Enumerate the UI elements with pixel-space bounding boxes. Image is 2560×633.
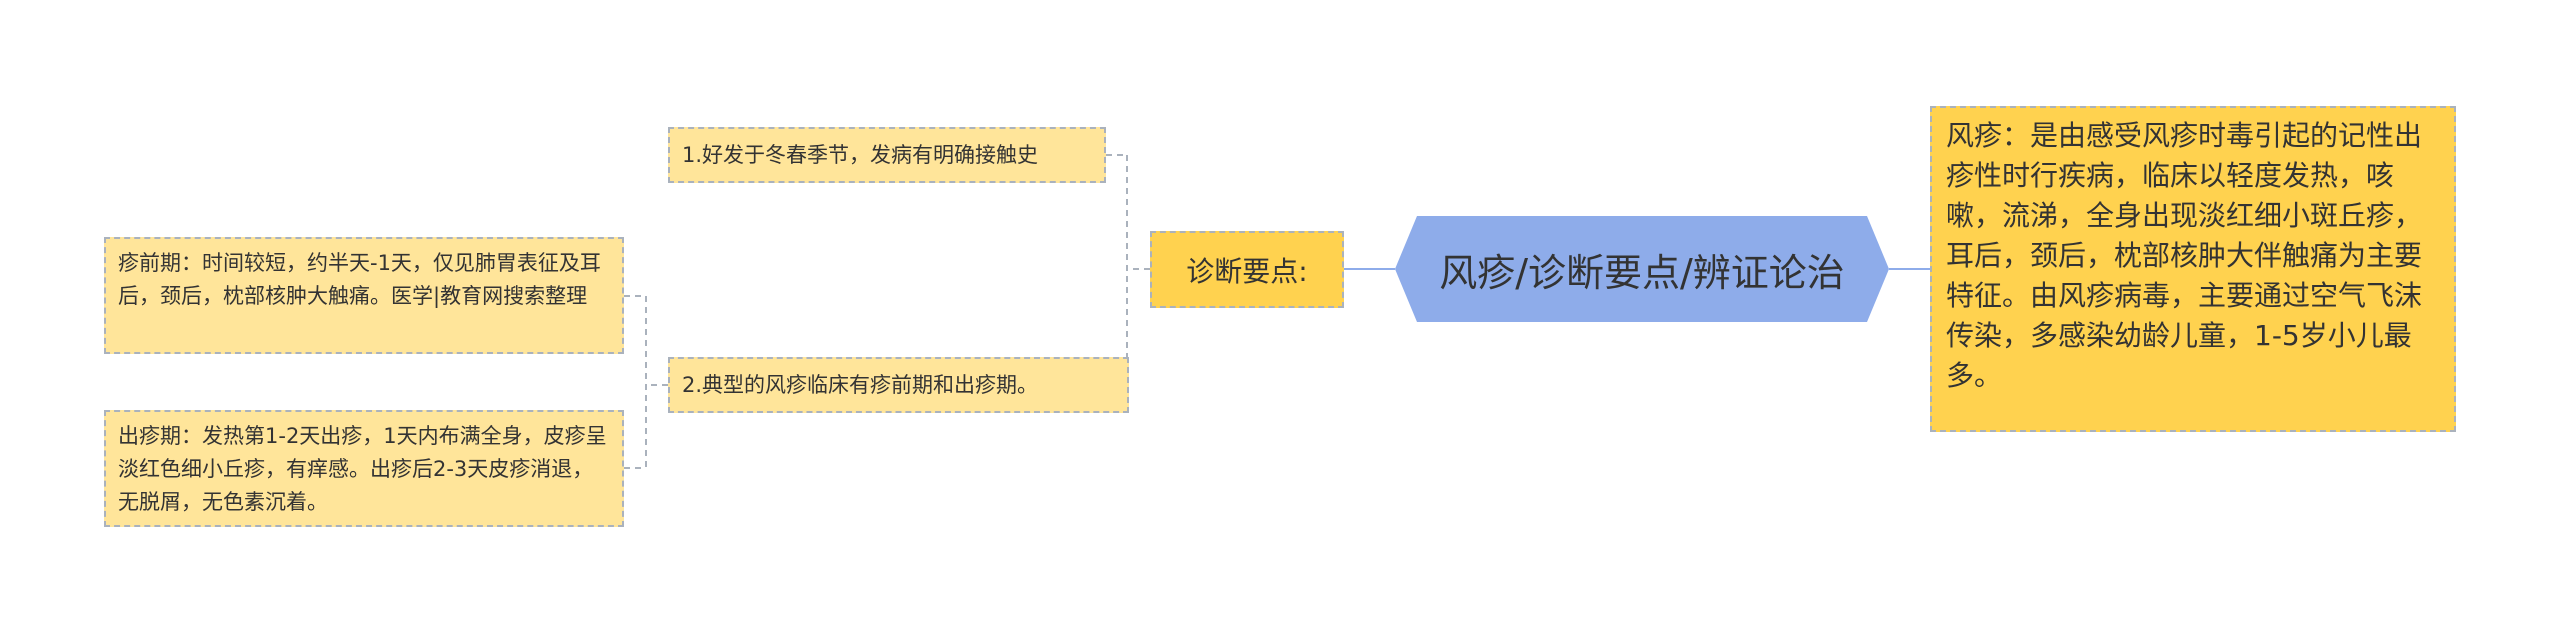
- branch-label: 1.好发于冬春季节，发病有明确接触史: [682, 142, 1039, 167]
- sub-branch-prodromal[interactable]: 疹前期：时间较短，约半天-1天，仅见肺胃表征及耳后，颈后，枕部核肿大触痛。医学|…: [104, 237, 624, 354]
- branch-label: 2.典型的风疹临床有疹前期和出疹期。: [682, 372, 1039, 397]
- sub-branch-label: 疹前期：时间较短，约半天-1天，仅见肺胃表征及耳后，颈后，枕部核肿大触痛。医学|…: [118, 251, 601, 308]
- diagnosis-label: 诊断要点:: [1186, 254, 1308, 288]
- branch-node-season[interactable]: 1.好发于冬春季节，发病有明确接触史: [668, 127, 1106, 183]
- central-topic-label: 风疹/诊断要点/辨证论治: [1439, 250, 1845, 295]
- central-topic-shape: [1395, 216, 1889, 322]
- connector-diagnosis-branches: [1106, 154, 1150, 386]
- diagnosis-node[interactable]: 诊断要点:: [1150, 231, 1344, 308]
- connector-branch2-subs: [624, 295, 668, 469]
- central-topic[interactable]: 风疹/诊断要点/辨证论治: [1395, 216, 1889, 322]
- sub-branch-eruption[interactable]: 出疹期：发热第1-2天出疹，1天内布满全身，皮疹呈淡红色细小丘疹，有痒感。出疹后…: [104, 410, 624, 527]
- branch-node-typical[interactable]: 2.典型的风疹临床有疹前期和出疹期。: [668, 357, 1129, 413]
- description-node[interactable]: 风疹：是由感受风疹时毒引起的记性出疹性时行疾病，临床以轻度发热，咳嗽，流涕，全身…: [1930, 106, 2456, 432]
- description-text: 风疹：是由感受风疹时毒引起的记性出疹性时行疾病，临床以轻度发热，咳嗽，流涕，全身…: [1946, 119, 2423, 392]
- sub-branch-label: 出疹期：发热第1-2天出疹，1天内布满全身，皮疹呈淡红色细小丘疹，有痒感。出疹后…: [118, 424, 607, 514]
